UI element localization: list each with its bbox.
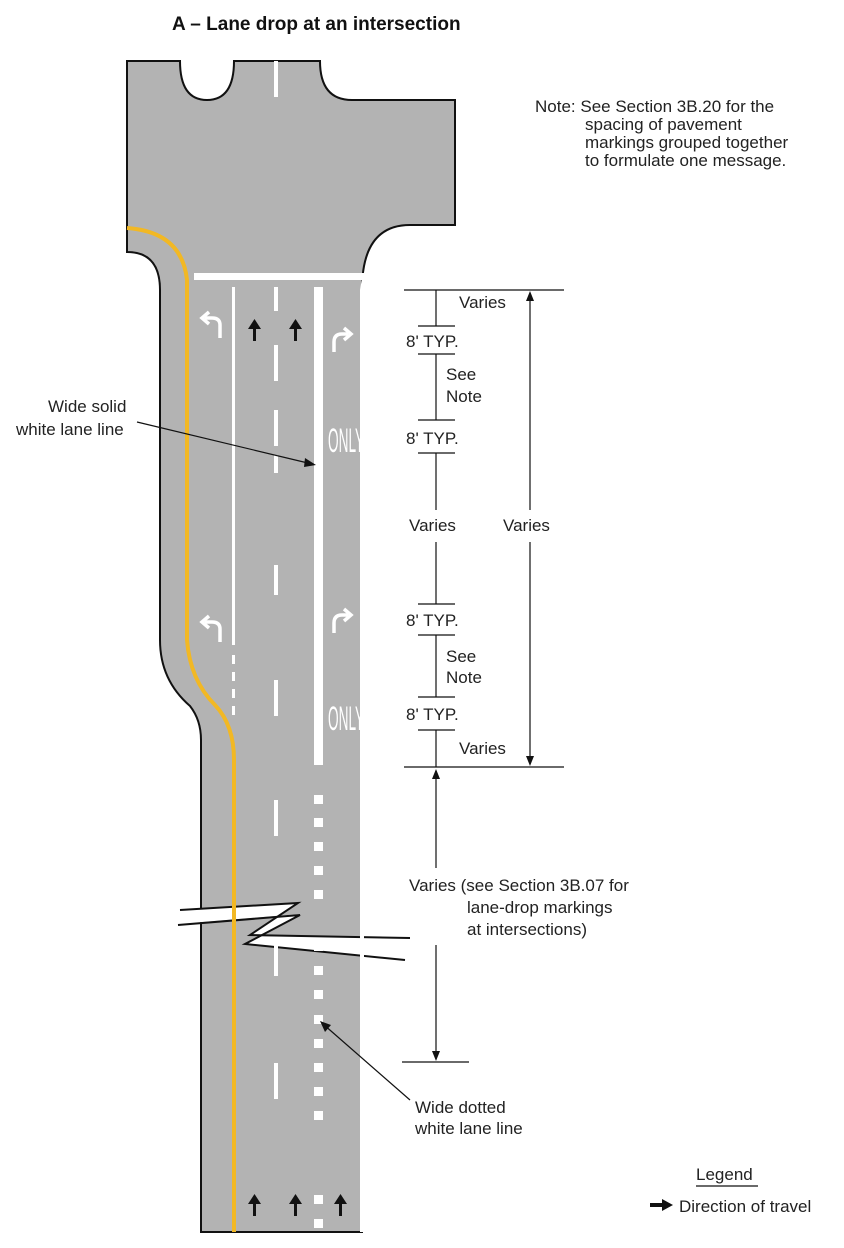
varies-long-label: lane-drop markings (467, 898, 613, 917)
pavement-arrows (199, 310, 354, 1216)
see-label: See (446, 647, 476, 666)
dimension-labels: Varies 8' TYP. See Note 8' TYP. Varies V… (406, 293, 629, 939)
dimension-chain (402, 289, 564, 1063)
left-turn-arrow-icon (199, 310, 222, 338)
through-arrow-icon (289, 319, 302, 341)
left-lane-dotted-line (232, 655, 235, 715)
note-line: markings grouped together (585, 133, 789, 152)
stop-line (194, 273, 369, 280)
varies-label: Varies (459, 293, 506, 312)
wide-solid-label: Wide solid (48, 397, 126, 416)
legend-direction-label: Direction of travel (679, 1197, 811, 1216)
wide-solid-white-lane-line (314, 287, 323, 765)
legend: Legend Direction of travel (650, 1165, 811, 1216)
typ-label: 8' TYP. (406, 429, 459, 448)
yellow-edge-line (126, 226, 236, 1232)
wide-dotted-callout: Wide dotted white lane line (320, 1021, 523, 1138)
wide-dotted-label: white lane line (414, 1119, 523, 1138)
center-broken-lane-line (274, 61, 278, 1099)
left-turn-lane-line (232, 287, 235, 645)
note-label: Note (446, 387, 482, 406)
legend-title: Legend (696, 1165, 753, 1184)
through-arrow-icon (289, 1194, 302, 1216)
varies-label: Varies (409, 516, 456, 535)
wide-solid-label: white lane line (15, 420, 124, 439)
typ-label: 8' TYP. (406, 705, 459, 724)
wide-dotted-label: Wide dotted (415, 1098, 506, 1117)
note-block: Note: See Section 3B.20 for the spacing … (535, 97, 789, 170)
through-arrow-icon (334, 1194, 347, 1216)
varies-long-label: at intersections) (467, 920, 587, 939)
direction-arrow-icon (650, 1199, 673, 1211)
wide-solid-callout: Wide solid white lane line (15, 397, 316, 467)
varies-overall-label: Varies (503, 516, 550, 535)
pavement (126, 60, 456, 1233)
right-turn-arrow-icon (332, 326, 354, 352)
typ-label: 8' TYP. (406, 332, 459, 351)
left-turn-arrow-icon (199, 614, 222, 642)
through-arrow-icon (248, 1194, 261, 1216)
note-label: Note (446, 668, 482, 687)
only-word-marking: ONLY (328, 698, 364, 737)
varies-long-label: Varies (see Section 3B.07 for (409, 876, 629, 895)
note-line: spacing of pavement (585, 115, 742, 134)
dimension-arrowheads (432, 291, 534, 1061)
diagram-title: A – Lane drop at an intersection (172, 14, 461, 35)
note-line: Note: See Section 3B.20 for the (535, 97, 774, 116)
note-line: to formulate one message. (585, 151, 786, 170)
see-label: See (446, 365, 476, 384)
right-turn-arrow-icon (332, 607, 354, 633)
through-arrow-icon (248, 319, 261, 341)
varies-label: Varies (459, 739, 506, 758)
typ-label: 8' TYP. (406, 611, 459, 630)
wide-dotted-white-lane-line (314, 795, 323, 1228)
only-word-marking: ONLY (328, 420, 364, 459)
right-edge-line (360, 230, 455, 1232)
